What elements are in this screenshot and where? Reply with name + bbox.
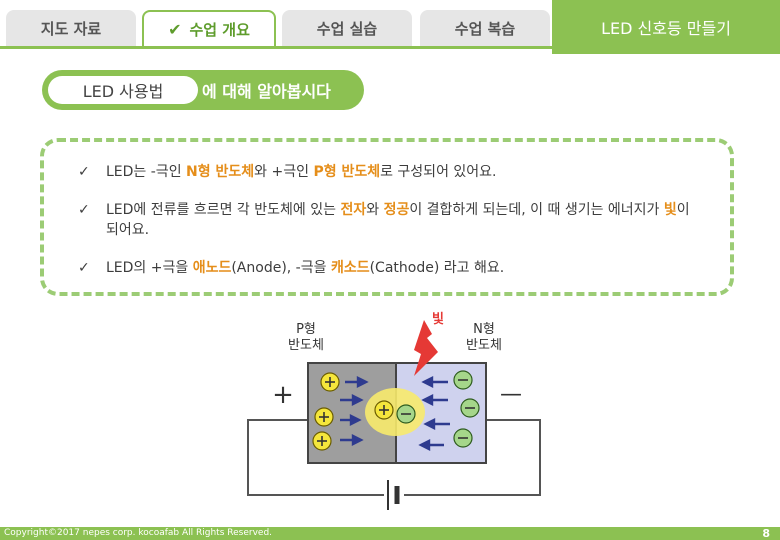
footer-bar: Copyright©2017 nepes corp. kocoafab All …	[0, 527, 780, 540]
flow-arrows	[340, 376, 450, 451]
p-type-label: P형 반도체	[288, 322, 324, 353]
n-type-label: N형 반도체	[466, 322, 502, 353]
page-number: 8	[762, 527, 770, 540]
page-title: LED 신호등 만들기	[552, 0, 780, 54]
tab-class-practice[interactable]: 수업 실습	[282, 10, 412, 46]
check-icon: ✓	[78, 202, 90, 218]
tab-label: 수업 복습	[454, 19, 516, 38]
recombination-glow	[365, 388, 425, 436]
section-keyword: LED 사용법	[48, 76, 198, 104]
tab-guide-material[interactable]: 지도 자료	[6, 10, 136, 46]
tab-label: 지도 자료	[40, 19, 102, 38]
section-heading-text: 에 대해 알아봅시다	[202, 82, 331, 101]
tab-underline	[0, 46, 552, 49]
light-label: 빛	[432, 312, 444, 327]
tab-label: 수업 개요	[189, 20, 250, 39]
top-navigation: 지도 자료 ✔ 수업 개요 수업 실습 수업 복습 LED 신호등 만들기	[0, 0, 780, 54]
bullet-text: LED의 +극을 애노드(Anode), -극을 캐소드(Cathode) 라고…	[106, 260, 505, 276]
bullet-text: LED는 -극인 N형 반도체와 +극인 P형 반도체로 구성되어 있어요.	[106, 164, 497, 180]
check-circle-icon: ✔	[168, 19, 182, 39]
tab-label: 수업 실습	[316, 19, 378, 38]
check-icon: ✓	[78, 164, 90, 180]
minus-terminal: —	[500, 382, 522, 407]
check-icon: ✓	[78, 260, 90, 276]
explanation-box	[40, 138, 734, 296]
lightning-icon	[414, 320, 438, 376]
tab-class-overview[interactable]: ✔ 수업 개요	[142, 10, 276, 46]
pn-junction-diagram	[247, 320, 541, 510]
tab-class-review[interactable]: 수업 복습	[420, 10, 550, 46]
bullet-text: LED에 전류를 흐르면 각 반도체에 있는 전자와 정공이 결합하게 되는데,…	[106, 202, 690, 238]
copyright-text: Copyright©2017 nepes corp. kocoafab All …	[4, 528, 273, 538]
plus-terminal: +	[272, 380, 294, 410]
